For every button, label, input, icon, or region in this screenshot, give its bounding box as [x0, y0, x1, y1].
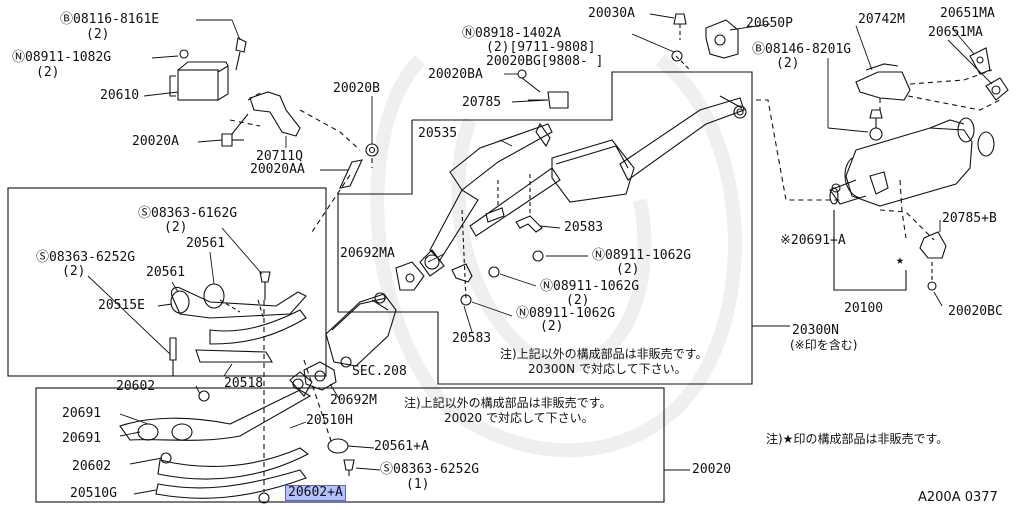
part-label[interactable]: 20020BC: [948, 304, 1003, 319]
star-marker: ★: [896, 253, 904, 268]
part-label[interactable]: 20515E: [98, 298, 145, 313]
qty-label: (1): [406, 477, 430, 492]
qty-label: (2): [540, 319, 564, 334]
part-label[interactable]: 20535: [418, 126, 458, 141]
part-label[interactable]: 20583: [564, 220, 604, 235]
manifold-group-box: [7, 187, 327, 377]
manifold-pipe-a: [170, 286, 307, 319]
note-text: 20300N で対応して下さい。: [528, 362, 687, 376]
part-label[interactable]: Ⓑ08116-8161E: [60, 12, 160, 27]
part-label[interactable]: 20561: [186, 236, 226, 251]
note-text: 注)上記以外の構成部品は非販売です。: [500, 347, 708, 361]
watermark-logo: [370, 54, 742, 458]
bracket-20711q: [249, 91, 301, 137]
part-label[interactable]: 20651MA: [940, 6, 995, 21]
note-text: 注)上記以外の構成部品は非販売です。: [404, 396, 612, 410]
gasket-20692m: [303, 361, 337, 391]
center-muffler: [551, 139, 635, 203]
front-pipe-group-box: [35, 387, 665, 503]
qty-label: (2): [62, 264, 86, 279]
part-label[interactable]: 20300N: [792, 323, 839, 338]
part-label[interactable]: Ⓢ08363-6162G: [138, 206, 238, 221]
qty-label: (2): [164, 220, 188, 235]
bracket-20742m: [855, 71, 911, 101]
part-label[interactable]: Ⓑ08146-8201G: [752, 42, 852, 57]
part-label[interactable]: Ⓢ08363-6252G: [36, 250, 136, 265]
section-reference-link[interactable]: SEC.208: [352, 364, 407, 379]
part-label[interactable]: Ⓝ08918-1402A: [462, 26, 562, 41]
note-label: (※印を含む): [790, 338, 858, 352]
part-label[interactable]: 20691: [62, 406, 102, 421]
part-label[interactable]: 20785: [462, 95, 502, 110]
hanger-20650p: [705, 19, 739, 59]
flange-20692ma: [424, 254, 440, 270]
part-label[interactable]: Ⓝ08911-1062G: [516, 306, 616, 321]
part-label[interactable]: 20692MA: [340, 246, 395, 261]
gasket-20561-b: [203, 283, 225, 309]
part-label[interactable]: Ⓝ08911-1062G: [592, 248, 692, 263]
highlighted-part-label[interactable]: 20602+A: [285, 485, 346, 501]
qty-label: (2): [86, 27, 110, 42]
bracket-20785: [547, 91, 569, 109]
part-label[interactable]: 20030A: [588, 6, 635, 21]
part-label[interactable]: 20100: [844, 301, 884, 316]
part-label[interactable]: 20020BA: [428, 67, 483, 82]
part-label[interactable]: 20583: [452, 331, 492, 346]
part-label[interactable]: 20711Q: [256, 149, 303, 164]
gasket-20561-a: [170, 290, 190, 314]
pre-muffler-sec208: [325, 293, 397, 367]
qty-label: (2): [776, 56, 800, 71]
part-label[interactable]: Ⓢ08363-6252G: [380, 462, 480, 477]
part-label[interactable]: 20691: [62, 431, 102, 446]
part-label[interactable]: 20510H: [306, 413, 353, 428]
note-text: 注)★印の構成部品は非販売です。: [766, 432, 949, 446]
qty-label: (2): [566, 293, 590, 308]
part-label[interactable]: 20510G: [70, 486, 117, 501]
qty-label: (2)[9711-9808]: [486, 40, 596, 55]
hanger-20651ma-b: [985, 77, 1009, 101]
manifold-pipe-b: [209, 309, 307, 345]
hanger-20651ma-a: [969, 47, 991, 75]
part-label[interactable]: 20020B: [333, 81, 380, 96]
front-tube-20510h: [157, 447, 310, 480]
part-label[interactable]: 20020: [692, 462, 732, 477]
qty-label: (2): [616, 262, 640, 277]
part-label[interactable]: 20602: [116, 379, 156, 394]
diagram-reference-code: A200A 0377: [918, 490, 998, 505]
center-pipe-group-box: [337, 71, 753, 385]
part-label[interactable]: 20020BG[9808- ]: [486, 54, 604, 69]
part-label[interactable]: 20610: [100, 88, 140, 103]
part-label[interactable]: 20651MA: [928, 25, 983, 40]
part-label[interactable]: 20650P: [746, 16, 793, 31]
mount-rubber-20610: [177, 69, 219, 101]
part-label[interactable]: 20020AA: [250, 162, 305, 177]
front-pipe-y: [119, 389, 312, 441]
pipe-20518: [195, 349, 273, 363]
part-label[interactable]: 20742M: [858, 12, 905, 27]
part-label[interactable]: 20602: [72, 459, 112, 474]
part-label[interactable]: 20561: [146, 265, 186, 280]
part-label[interactable]: 20020A: [132, 134, 179, 149]
part-label[interactable]: 20692M: [330, 393, 377, 408]
main-muffler-20100: [845, 127, 973, 207]
part-label[interactable]: Ⓝ08911-1082G: [12, 50, 112, 65]
part-label[interactable]: Ⓝ08911-1062G: [540, 279, 640, 294]
note-text: 20020 で対応して下さい。: [444, 411, 594, 425]
qty-label: (2): [36, 65, 60, 80]
part-label[interactable]: 20785+B: [942, 211, 997, 226]
tail-tube: [619, 97, 745, 181]
part-label[interactable]: 20518: [224, 376, 264, 391]
front-tube-20510g: [155, 469, 307, 499]
part-label[interactable]: 20561+A: [374, 439, 429, 454]
part-label[interactable]: ※20691+A: [780, 233, 846, 248]
